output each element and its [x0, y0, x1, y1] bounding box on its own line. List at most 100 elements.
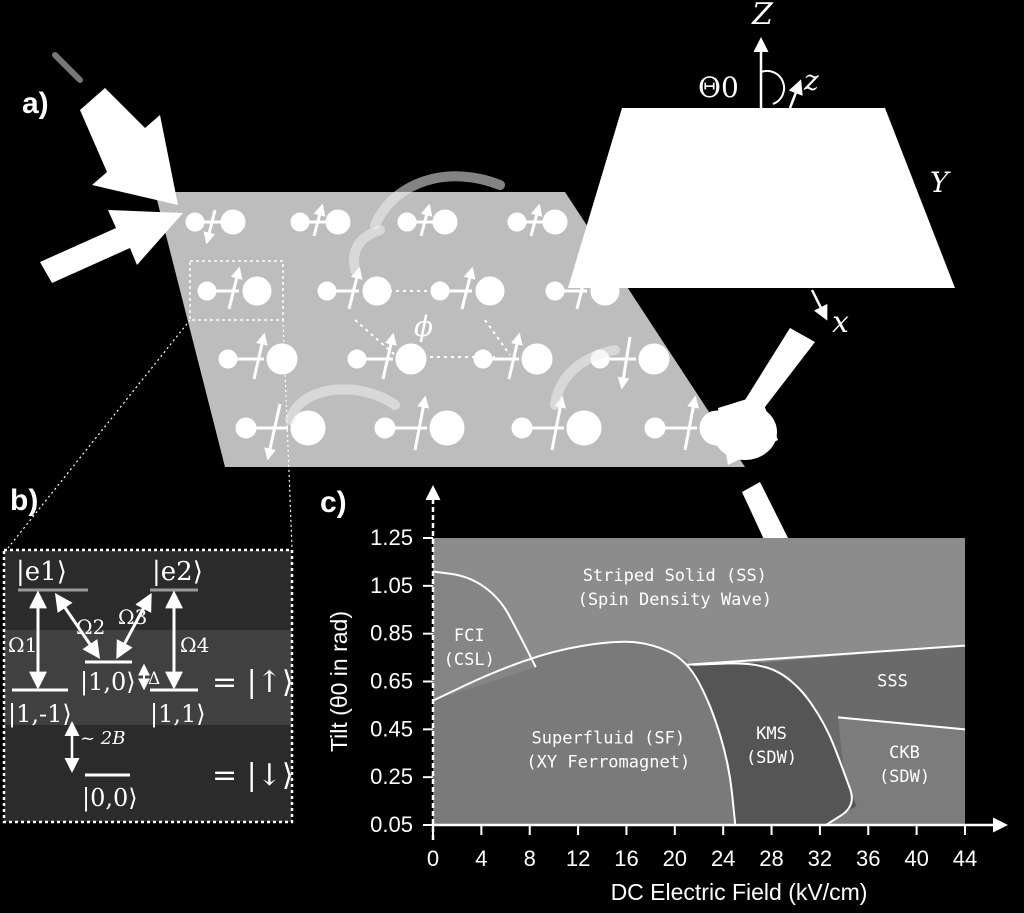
- y-tick-label: 0.05: [370, 812, 413, 837]
- axis-Y-label: Y: [930, 166, 951, 199]
- boundary-kms: [692, 662, 853, 826]
- level-e2: |e2⟩: [152, 557, 203, 587]
- level-1m1: |1,-1⟩: [8, 700, 72, 729]
- axis-Z: Z: [751, 0, 774, 108]
- delta-label: Δ: [148, 669, 160, 689]
- theta0-label: Θ0: [698, 71, 739, 104]
- theta0-arc: [760, 69, 786, 105]
- spin-up-mapping: = |↑⟩: [212, 665, 294, 700]
- svg-text:x: x: [832, 305, 849, 340]
- x-tick-label: 16: [614, 846, 638, 871]
- region-label: CKB (SDW): [879, 743, 930, 787]
- energy-levels: [12, 588, 198, 777]
- region-name: SSS: [877, 671, 908, 691]
- region-fci-fill: [433, 571, 536, 701]
- axis-x: x: [810, 289, 849, 340]
- boundary-fci: [432, 570, 537, 668]
- x-tick-label: 12: [566, 846, 590, 871]
- region-sf-fill: [433, 640, 736, 825]
- molecule: [317, 266, 392, 310]
- region-label: SSS: [877, 671, 908, 691]
- region-subname: (XY Ferromagnet): [526, 753, 690, 773]
- phase-diagram: 0 4 8 12 16 20 24 28 32 36 40 44 0.05 0.25 0.45 0.65 0.8…: [326, 485, 1008, 905]
- electrode-plate: [568, 108, 955, 288]
- zoom-line-right: [282, 319, 293, 549]
- y-tick-label: 0.65: [370, 669, 413, 694]
- y-tick-label: 0.85: [370, 621, 413, 646]
- molecule: [290, 203, 351, 237]
- region-subname: (SDW): [746, 748, 797, 768]
- boundary-upper-line: [686, 644, 966, 666]
- x-tick-label: 44: [953, 846, 977, 871]
- x-tick-label: 36: [856, 846, 880, 871]
- panel-b-label: b): [10, 484, 38, 517]
- panel-a: a) ϕ: [7, 0, 955, 585]
- svg-text:Z: Z: [751, 0, 774, 32]
- y-tick-label: 0.45: [370, 716, 413, 741]
- panel-b: b) |e1⟩ |e2⟩ |1,0⟩ |1,-1⟩ |1,1⟩ |0,0⟩: [2, 484, 294, 824]
- region-subname: (CSL): [444, 650, 495, 670]
- hopping-arcs: [285, 171, 620, 425]
- molecule: [397, 203, 458, 237]
- region-label: FCI (CSL): [444, 626, 495, 670]
- molecule: [185, 209, 246, 245]
- region-label: Striped Solid (SS) (Spin Density Wave): [578, 566, 772, 610]
- molecule: [507, 203, 568, 237]
- axis-z: z: [788, 64, 819, 109]
- x-tick-label: 4: [475, 846, 487, 871]
- x-axis-label: DC Electric Field (kV/cm): [611, 879, 868, 905]
- x-tick-label: 40: [904, 846, 928, 871]
- x-tick-label: 20: [663, 846, 687, 871]
- x-tick-label: 28: [759, 846, 783, 871]
- incoming-laser-beams: [40, 52, 183, 283]
- x-tick-label: 32: [808, 846, 832, 871]
- omega4-label: Ω4: [180, 633, 209, 657]
- molecule: [511, 395, 602, 451]
- panel-a-label: a): [22, 87, 49, 120]
- molecule: [218, 332, 298, 380]
- y-tick-label: 0.25: [370, 764, 413, 789]
- region-kms-fill: [686, 662, 857, 825]
- level-scheme-frame: [2, 548, 294, 824]
- level-00: |0,0⟩: [82, 784, 138, 813]
- molecule: [473, 332, 553, 380]
- level-10: |1,0⟩: [80, 668, 136, 697]
- y-axis-label: Tilt (θ0 in rad): [326, 611, 352, 752]
- region-subname: (SDW): [879, 767, 930, 787]
- unit-cell-box: [189, 260, 284, 321]
- molecule: [197, 266, 272, 310]
- level-11: |1,1⟩: [150, 700, 206, 729]
- molecule: [374, 395, 465, 451]
- panel-c: c) 0 4 8 12 16 20 24 28 32 36 40 44 0.05 0.25 0.45 0.65…: [320, 485, 1008, 905]
- region-ckb-fill: [826, 717, 965, 825]
- y-tick-label: 1.05: [370, 573, 413, 598]
- omega2-label: Ω2: [76, 615, 105, 639]
- level-e1: |e1⟩: [16, 557, 67, 587]
- twoB-label: ~ 2B: [80, 728, 125, 749]
- region-label: Superfluid (SF) (XY Ferromagnet): [526, 729, 690, 773]
- molecule: [430, 266, 505, 310]
- molecule: [347, 332, 427, 380]
- omega3-label: Ω3: [118, 605, 147, 629]
- x-tick-label: 0: [427, 846, 439, 871]
- x-tick-label: 8: [524, 846, 536, 871]
- region-name: KMS: [756, 724, 787, 744]
- boundary-sss-line: [837, 716, 966, 731]
- svg-text:z: z: [803, 64, 819, 97]
- boundary-ss-sf: [432, 640, 737, 826]
- region-subname: (Spin Density Wave): [578, 590, 772, 610]
- region-name: FCI: [454, 626, 485, 646]
- panel-c-label: c): [320, 486, 347, 519]
- region-name: CKB: [889, 743, 920, 763]
- omega1-label: Ω1: [8, 633, 37, 657]
- spin-down-mapping: = |↓⟩: [212, 758, 294, 793]
- phi-label: ϕ: [414, 310, 433, 343]
- coupling-arrows: [29, 590, 183, 773]
- region-name: Superfluid (SF): [532, 729, 686, 749]
- x-tick-label: 24: [711, 846, 735, 871]
- region-name: Striped Solid (SS): [583, 566, 767, 586]
- region-label: KMS (SDW): [746, 724, 797, 768]
- zoom-line-left: [7, 319, 191, 549]
- molecule: [235, 403, 326, 461]
